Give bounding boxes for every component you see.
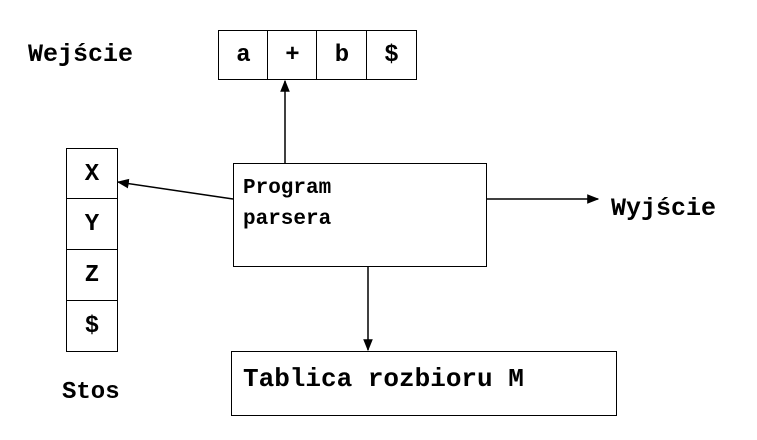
stack-cell: Y — [66, 198, 118, 251]
input-tape-cell: a — [218, 30, 269, 80]
stack-cell: X — [66, 148, 118, 200]
input-tape-cell: b — [316, 30, 368, 80]
parser-program-line2: parsera — [243, 208, 332, 231]
parser-program-line1: Program — [243, 177, 332, 200]
stack-cell: Z — [66, 249, 118, 302]
stack-cell: $ — [66, 300, 118, 352]
parse-table-box: Tablica rozbioru M — [231, 351, 617, 416]
input-tape-cell: $ — [366, 30, 417, 80]
parser-program-box: Program parsera — [233, 163, 487, 267]
input-tape-cell: + — [267, 30, 318, 80]
input-label: Wejście — [28, 40, 134, 69]
arrow-to-stack — [116, 178, 234, 200]
stack-label: Stos — [62, 379, 120, 406]
parse-table-label: Tablica rozbioru M — [243, 364, 524, 394]
output-label: Wyjście — [611, 194, 717, 223]
